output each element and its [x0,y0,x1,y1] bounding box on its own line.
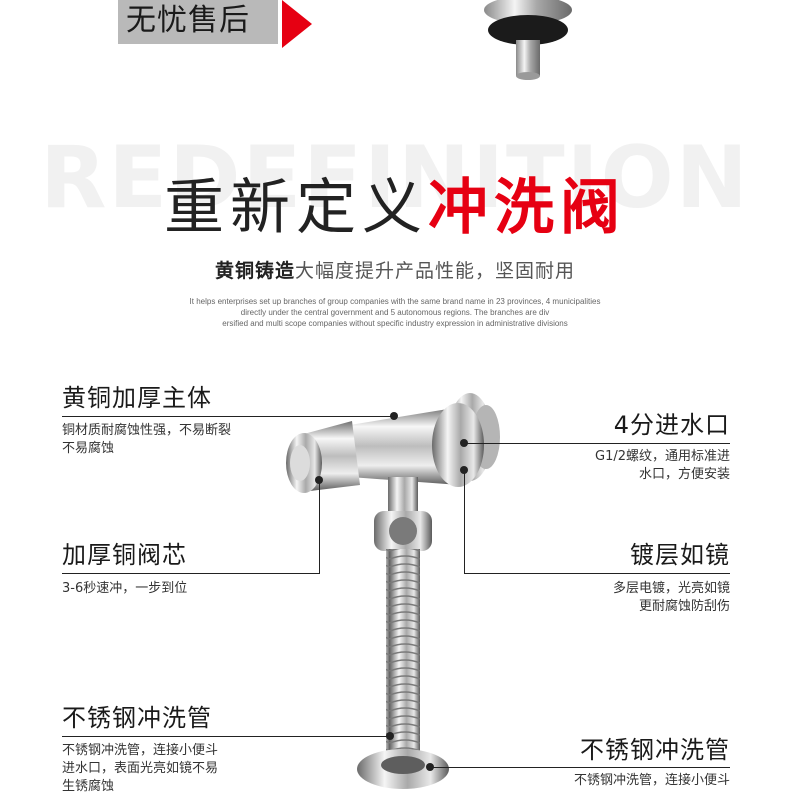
english-line: It helps enterprises set up branches of … [189,297,601,306]
callout-dot [460,466,468,474]
english-line: directly under the central government an… [240,308,550,317]
feature-title-steel-pipe-2: 不锈钢冲洗管 [580,736,730,764]
english-paragraph: It helps enterprises set up branches of … [160,296,630,329]
arrow-right-icon [282,0,312,48]
subtitle: 黄铜铸造大幅度提升产品性能，坚固耐用 [0,258,790,284]
callout-dot [315,476,323,484]
feature-title-plating: 镀层如镜 [630,541,730,569]
callout-line [464,443,730,444]
callout-dot [460,439,468,447]
callout-line [62,573,320,574]
title-part-red: 冲洗阀 [428,173,626,243]
callout-line [430,767,730,768]
feature-desc-steel-pipe: 不锈钢冲洗管，连接小便斗 进水口，表面光亮如镜不易 生锈腐蚀 [62,743,219,794]
feature-desc-brass-body: 铜材质耐腐蚀性强，不易断裂 不易腐蚀 [62,423,232,456]
feature-title-inlet: 4分进水口 [613,411,730,439]
english-line: ersified and multi scope companies witho… [222,319,568,328]
feature-title-brass-body: 黄铜加厚主体 [62,384,212,412]
valve-fitting-image [484,0,572,80]
callout-line [62,416,392,417]
callout-line [319,480,320,574]
subtitle-bold: 黄铜铸造 [214,260,295,282]
feature-title-valve-core: 加厚铜阀芯 [62,541,187,569]
after-sales-badge [118,0,278,44]
feature-desc-plating: 多层电镀，光亮如镜 更耐腐蚀防刮伤 [612,581,730,614]
flush-valve-image [286,393,500,789]
after-sales-badge-text: 无忧售后 [126,3,250,38]
feature-desc-inlet: G1/2螺纹，通用标准进 水口，方便安装 [595,449,730,482]
callout-dot [386,732,394,740]
watermark-text: REDEFINITION [40,128,750,228]
callout-dot [426,763,434,771]
callout-line [62,736,388,737]
callout-dot [390,412,398,420]
callout-line [464,573,730,574]
feature-desc-valve-core: 3-6秒速冲，一步到位 [62,581,188,596]
page-title: 重新定义冲洗阀 [0,172,790,244]
callout-line [464,470,465,574]
title-part-dark: 重新定义 [164,173,428,243]
subtitle-rest: 大幅度提升产品性能，坚固耐用 [295,260,576,282]
feature-desc-steel-pipe-2: 不锈钢冲洗管，连接小便斗 [573,773,730,788]
feature-title-steel-pipe: 不锈钢冲洗管 [62,704,212,732]
